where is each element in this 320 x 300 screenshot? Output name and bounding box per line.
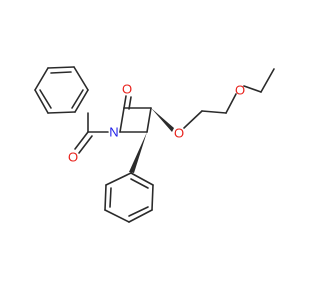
phenyl-ring-inner-bond-2 bbox=[128, 206, 149, 217]
ethoxy-chain-bond bbox=[260, 68, 275, 93]
phenyl-ring-inner-bond-1 bbox=[109, 187, 112, 208]
phenyl-ring-bond-3 bbox=[104, 209, 130, 223]
lactam-carbonyl-double-bond-b bbox=[128, 96, 132, 110]
ether-chain-bond-2 bbox=[225, 93, 237, 114]
lactam-ring-right-bond bbox=[146, 107, 152, 133]
atom-label-layer: O N O O O bbox=[68, 82, 245, 165]
phenyl-ring-inner-bond-3 bbox=[130, 178, 149, 189]
molecule-structure-diagram: O N O O O bbox=[34, 66, 275, 223]
lactam-carbonyl-double-bond-a bbox=[123, 95, 127, 109]
lactam-ring-n-to-carbonyl-bond bbox=[119, 107, 125, 133]
ketone-oxygen-label: O bbox=[122, 82, 132, 97]
benzoyl-ring-bond-3 bbox=[74, 89, 89, 113]
phenyl-ring-bond-4 bbox=[128, 209, 153, 223]
benzoyl-ring-bond-5 bbox=[34, 89, 49, 114]
phenyl-ring-bond-1 bbox=[105, 172, 132, 186]
carbonyl-c-o-double-bond-b bbox=[78, 135, 93, 154]
benzoyl-ring-inner-bond-1 bbox=[50, 71, 72, 74]
carbonyl-oxygen-label: O bbox=[68, 150, 78, 165]
phenyl-ring-bond-2 bbox=[104, 184, 107, 211]
ring-nitrogen-label: N bbox=[109, 125, 118, 140]
ether-oxygen-to-chain-bond bbox=[183, 110, 203, 129]
phenyl-ring-bond-5 bbox=[151, 184, 154, 211]
bond-layer bbox=[34, 66, 275, 223]
ether-oxygen-2-to-chain-bond bbox=[243, 85, 262, 93]
wedge-bond-to-phenyl-ring bbox=[129, 132, 147, 173]
benzoyl-ring-inner-bond-3 bbox=[39, 89, 52, 109]
wedge-bond-to-ether-oxygen bbox=[151, 108, 174, 132]
benzoyl-ring-bond-1 bbox=[47, 66, 75, 69]
carbonyl-c-o-double-bond-a bbox=[74, 131, 89, 150]
ether-oxygen-1-label: O bbox=[174, 126, 184, 141]
benzoyl-ring-bond-4 bbox=[47, 111, 76, 114]
benzoyl-ring-bond-6 bbox=[34, 67, 49, 91]
phenyl-ring-bond-6 bbox=[130, 172, 154, 186]
benzoyl-ring-inner-bond-2 bbox=[71, 89, 84, 109]
ether-oxygen-2-label: O bbox=[235, 83, 245, 98]
benzoyl-ring-bond-2 bbox=[73, 66, 89, 91]
ether-chain-bond-1 bbox=[201, 110, 227, 114]
